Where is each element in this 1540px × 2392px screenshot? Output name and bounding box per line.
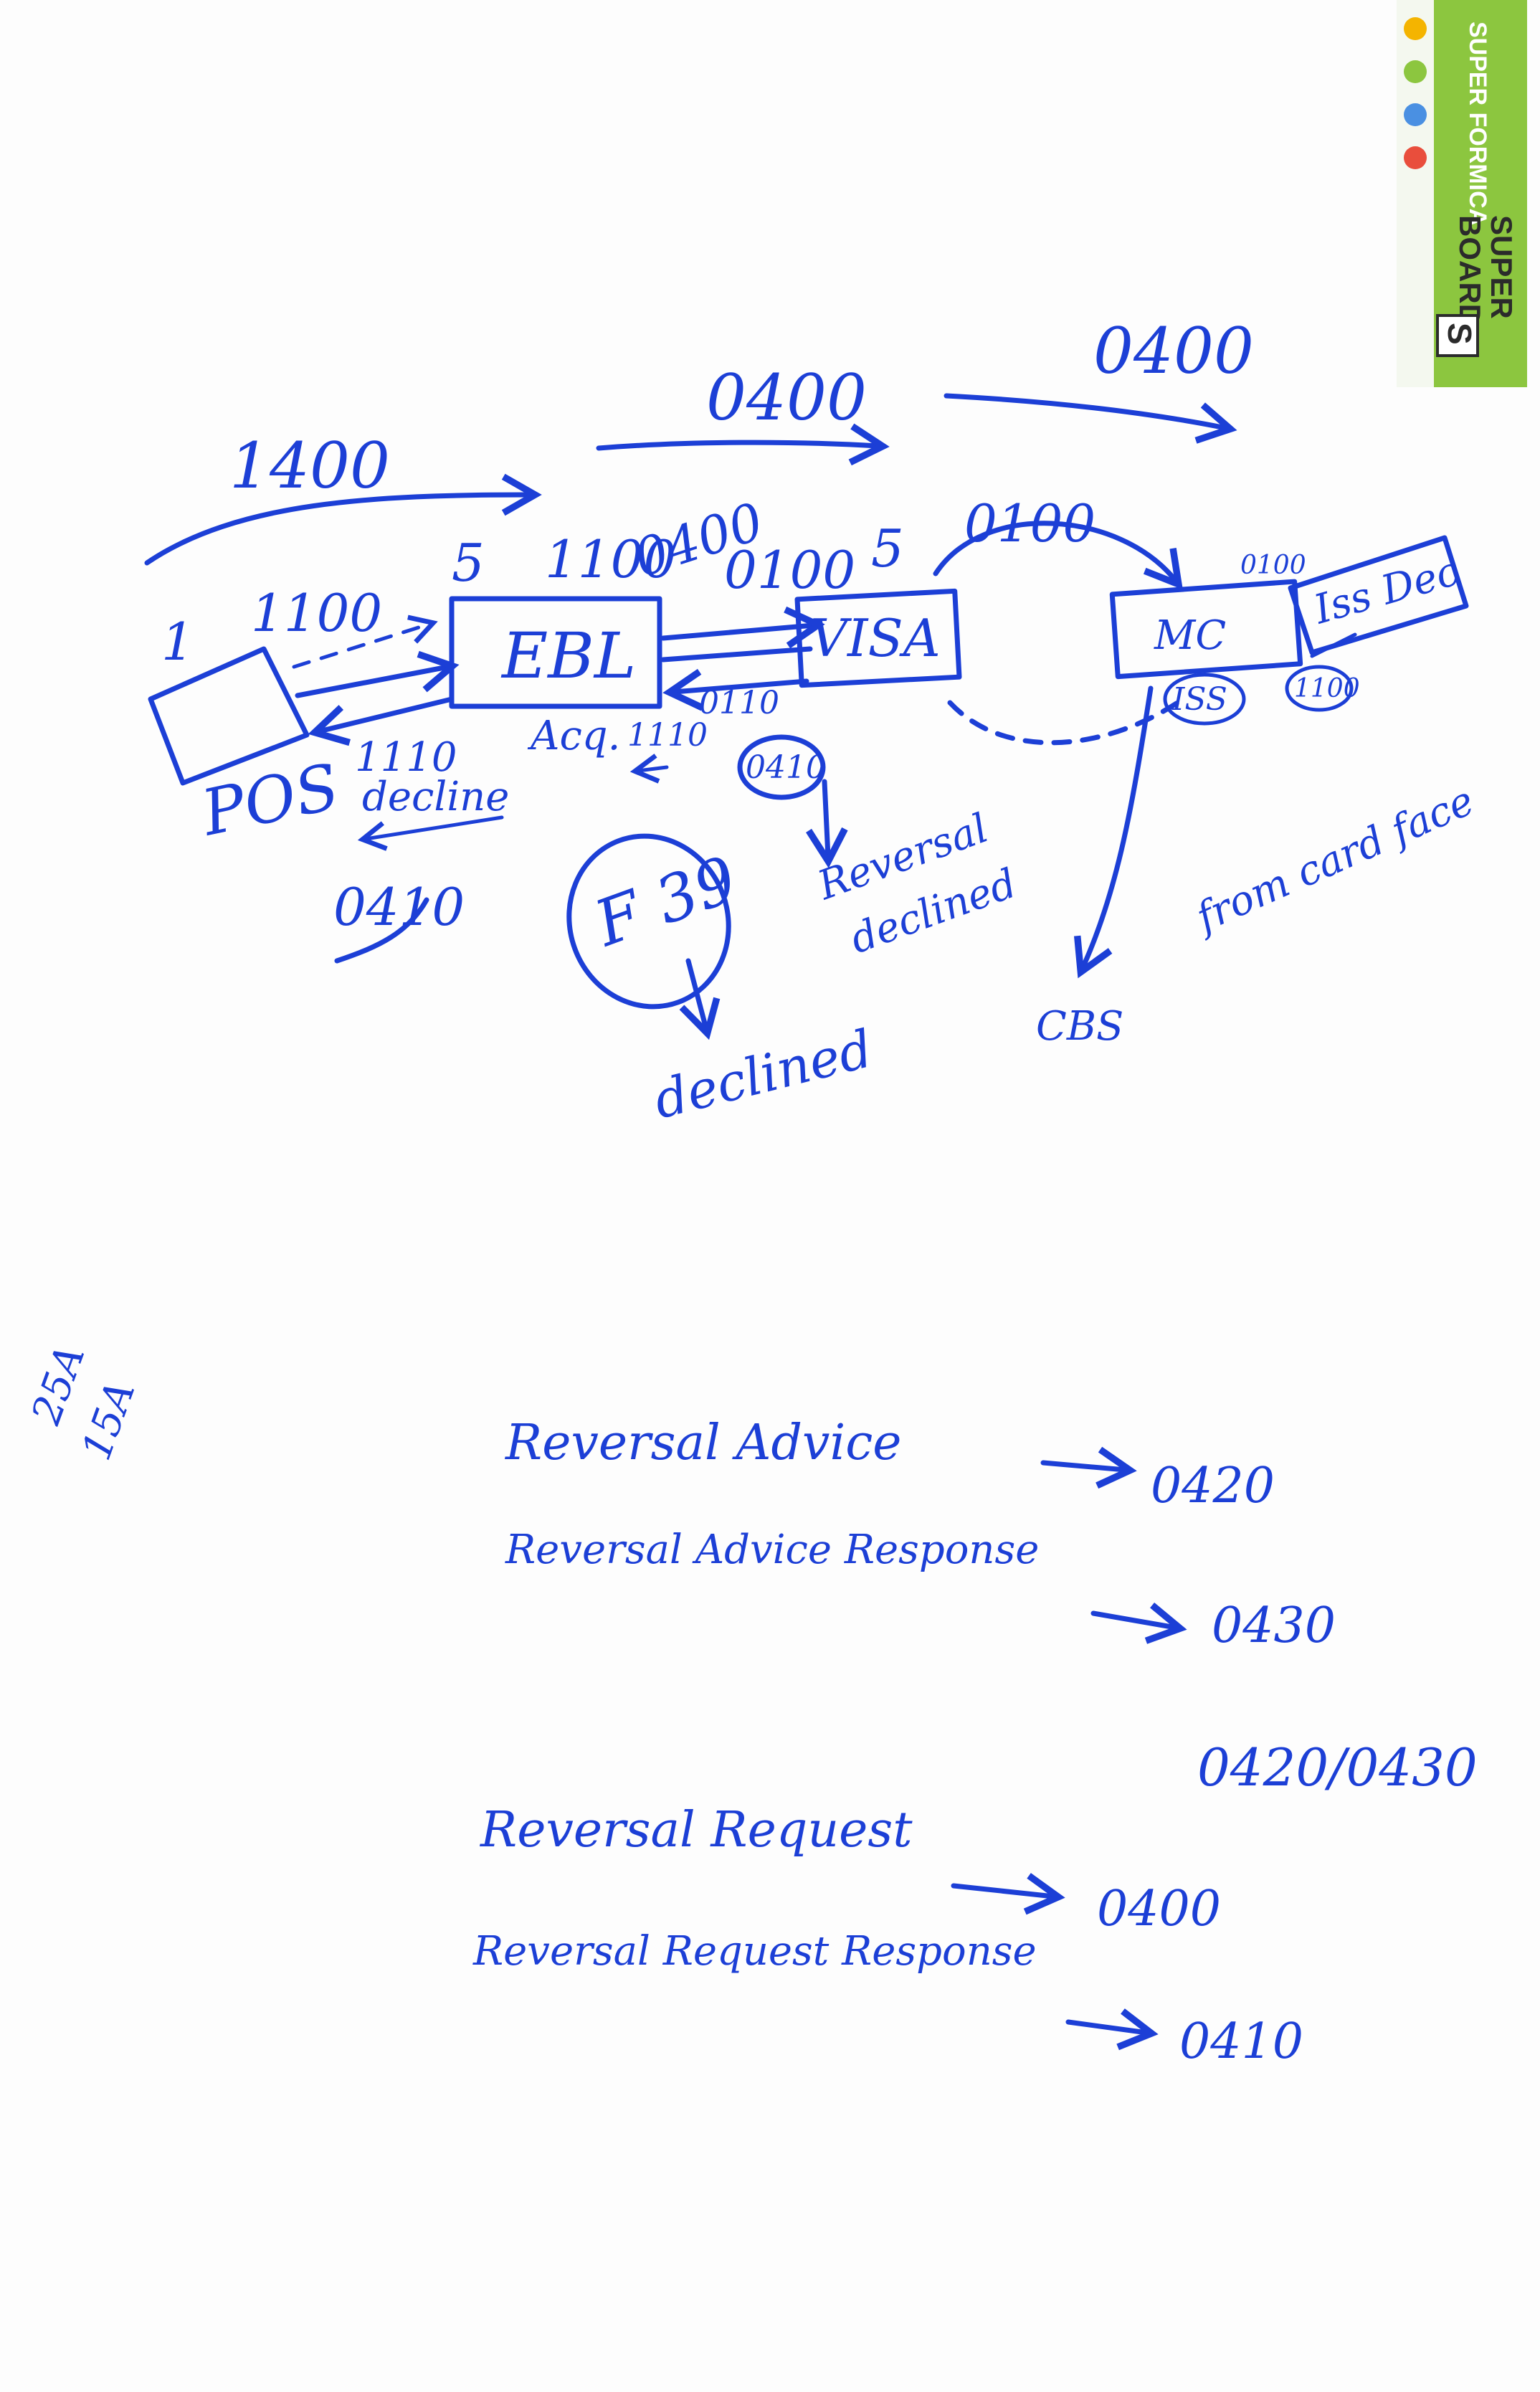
label-0400-b: 0400 [1093, 314, 1254, 388]
sticker-logo-letter: S [1441, 323, 1478, 345]
visa-box [794, 588, 962, 688]
sticker-dot-red [1404, 146, 1427, 169]
mc-label: MC [1154, 612, 1226, 659]
sticker-product-line1: SUPER [1485, 215, 1518, 319]
label-pos-1100: 1100 [251, 583, 382, 643]
circle-0410 [737, 734, 826, 800]
arrow-0400-a [596, 423, 890, 466]
label-mc-0100-arc: 0100 [964, 493, 1095, 554]
label-pos-0410: 0410 [333, 877, 465, 937]
margin-note-1: 25A [23, 1339, 95, 1431]
label-iss-1100: 1100 [1294, 674, 1360, 703]
note-code-0430: 0430 [1212, 1598, 1336, 1654]
ebl-label: EBL [500, 619, 636, 693]
label-from-card-face: from card face [1187, 777, 1481, 942]
arc-visa-mc-0100 [933, 521, 1183, 590]
sticker-label: SUPER FORMICA SUPER BOARD S [1397, 0, 1527, 387]
label-f39-declined: declined [648, 1018, 878, 1131]
arrow-note-4 [951, 1873, 1065, 1915]
cbs-label: CBS [1036, 1003, 1123, 1050]
arrow-decline [357, 815, 504, 851]
sticker-product-line2: BOARD [1453, 215, 1487, 326]
pos-box [148, 646, 310, 786]
arrow-note-5 [1065, 2008, 1159, 2051]
label-acq: Acq. [527, 713, 620, 759]
arrow-visa-ebl-0110 [662, 668, 809, 711]
note-code-0420: 0420 [1151, 1458, 1275, 1514]
label-mc-0100: 0100 [1240, 551, 1306, 580]
sticker-dot-green [1404, 60, 1427, 83]
arrow-note-2 [1090, 1603, 1187, 1644]
arrow-ebl-visa-0100 [660, 606, 825, 649]
issuer-tick [1310, 632, 1357, 658]
sticker-dot-blue [1404, 103, 1427, 126]
arrow-f39-down [679, 958, 721, 1040]
arc-dashed-return [947, 696, 1186, 746]
label-1400: 1400 [229, 429, 390, 503]
note-code-0410: 0410 [1179, 2013, 1303, 2070]
note-0420-0430: 0420/0430 [1197, 1737, 1478, 1798]
iss-circle [1163, 673, 1246, 726]
arrow-1400 [144, 473, 542, 566]
label-circ-0410: 0410 [746, 749, 826, 786]
arrow-0400-b [944, 393, 1237, 444]
arrow-ebl-pos-1110 [308, 696, 455, 746]
margin-note-2: 15A [73, 1375, 144, 1466]
iss-1100-circle [1285, 665, 1354, 712]
line-ebl-visa [660, 646, 813, 663]
visa-number: 5 [871, 518, 904, 579]
f39-label: F 39 [584, 842, 746, 961]
visa-label: VISA [810, 608, 941, 668]
note-code-0400: 0400 [1097, 1881, 1221, 1937]
label-visa-0100: 0100 [724, 540, 855, 600]
note-reversal-request-response: Reversal Request Response [472, 1928, 1037, 1975]
pos-label: POS [194, 749, 346, 850]
pos-number: 1 [161, 612, 194, 672]
note-reversal-request: Reversal Request [479, 1802, 913, 1859]
ebl-box [449, 596, 662, 709]
arrow-note-1 [1040, 1446, 1137, 1489]
issuer-box-label: Iss Dec [1308, 548, 1465, 634]
arrow-pos-ebl-dashed [292, 614, 438, 669]
notes-section: Reversal Advice 0420 Reversal Advice Res… [472, 1415, 1478, 2070]
sticker-dot-yellow [1404, 17, 1427, 40]
label-0400-a: 0400 [706, 361, 867, 435]
mc-box [1109, 579, 1303, 680]
note-reversal-advice: Reversal Advice [504, 1415, 902, 1471]
label-acq-1110: 1110 [627, 717, 708, 754]
f39-circle [566, 833, 731, 1010]
arrow-pos-ebl-1100 [295, 650, 460, 698]
issuer-box [1288, 535, 1469, 655]
arrow-0410-down [806, 779, 848, 868]
label-ebl-1100: 1100 [545, 529, 676, 589]
label-acq-0110: 0110 [699, 685, 779, 721]
underline-0410 [334, 897, 429, 964]
label-decline: decline [362, 774, 509, 820]
arrow-acq-small [629, 754, 669, 784]
sticker-logo-box [1436, 314, 1479, 357]
sticker-brand: SUPER FORMICA [1464, 22, 1491, 226]
note-reversal-advice-response: Reversal Advice Response [505, 1527, 1039, 1573]
ebl-number: 5 [452, 533, 485, 593]
label-pos-1110: 1110 [355, 734, 457, 781]
arrow-mc-cbs [1073, 685, 1154, 979]
iss-label: ISS [1171, 681, 1227, 718]
